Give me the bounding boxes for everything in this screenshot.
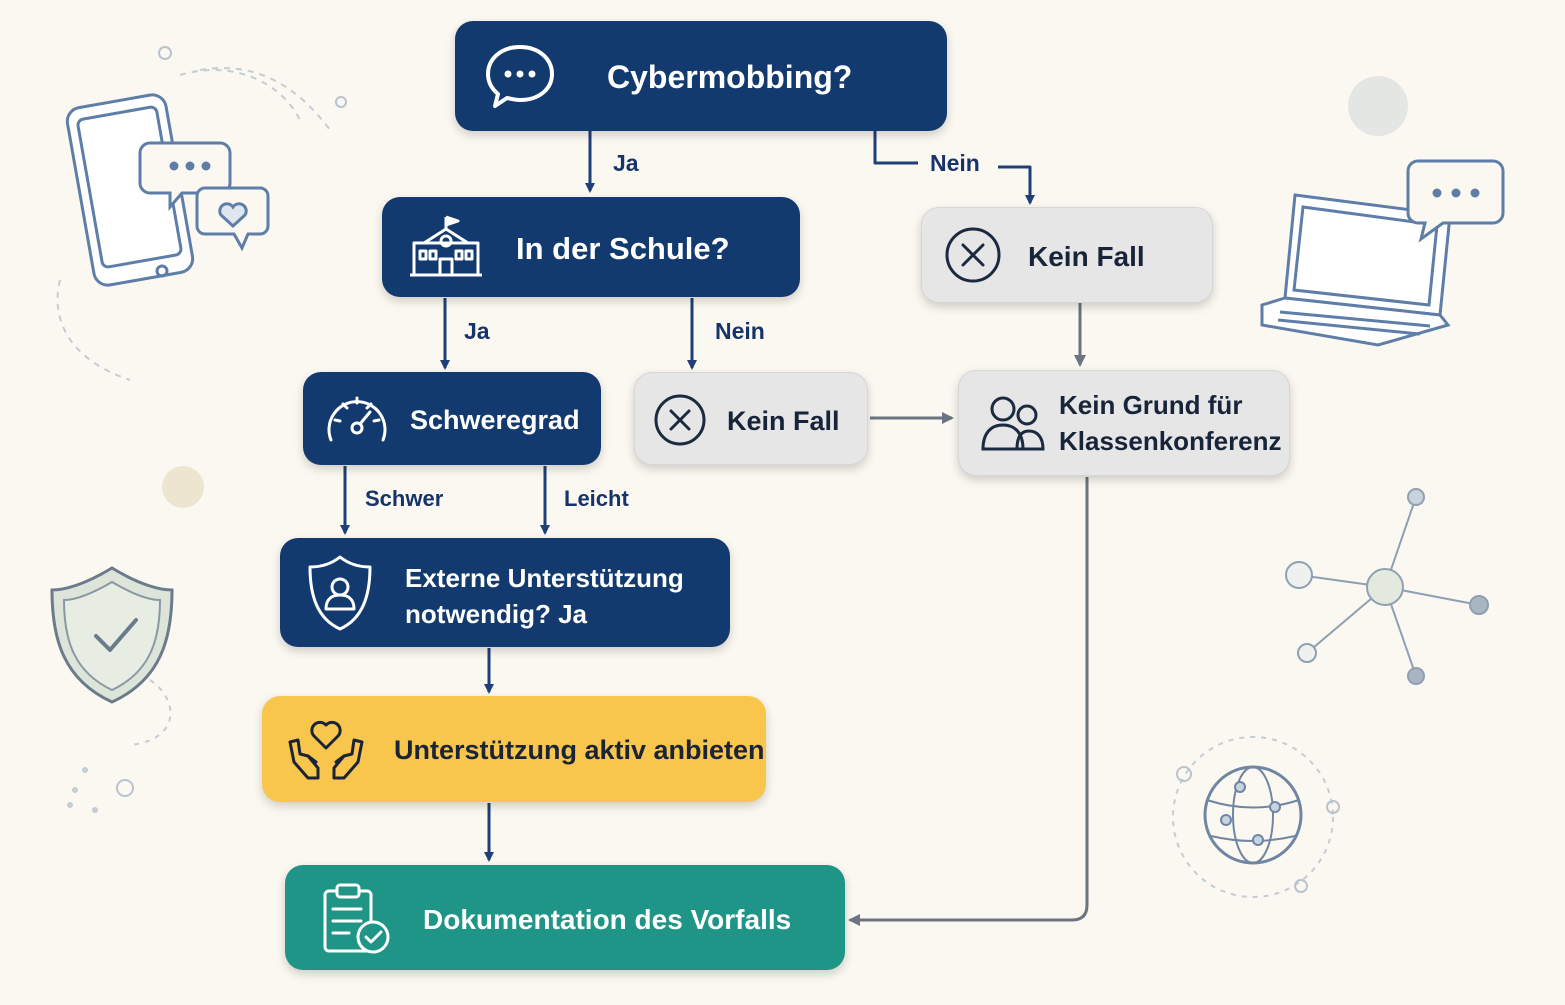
node-externe-unterstuetzung: Externe Unterstützung notwendig? Ja <box>280 538 730 647</box>
clipboard-check-icon <box>323 883 390 954</box>
decor-dashed-curve <box>199 67 331 131</box>
edge-label-nein: Nein <box>930 150 980 176</box>
smartphone-chat-icon <box>65 93 270 287</box>
node-kein-fall-mid: Kein Fall <box>634 372 868 465</box>
node-unterstuetzung-anbieten: Unterstützung aktiv anbieten <box>262 696 766 802</box>
school-building-icon <box>410 215 482 277</box>
shield-person-icon <box>308 555 372 631</box>
node-label: Dokumentation des Vorfalls <box>423 904 792 935</box>
decor-dot <box>158 46 172 60</box>
network-icon <box>1285 488 1489 685</box>
chat-bubble-icon <box>486 45 554 108</box>
node-label-line2: Klassenkonferenz <box>1059 426 1282 456</box>
node-label: Kein Fall <box>727 406 840 436</box>
decor-dot <box>72 787 78 793</box>
node-label-line2: notwendig? Ja <box>405 599 587 629</box>
node-kein-grund-klassenkonferenz: Kein Grund für Klassenkonferenz <box>958 370 1290 476</box>
decor-dot <box>116 779 134 797</box>
people-icon <box>981 396 1045 451</box>
decor-circle <box>1348 76 1408 136</box>
node-label: In der Schule? <box>516 231 730 266</box>
heart-hands-icon <box>288 720 364 780</box>
decor-dot <box>82 767 88 773</box>
shield-check-icon <box>50 566 174 704</box>
decor-dashed-curve <box>56 69 301 381</box>
edge-label-nein: Nein <box>715 318 765 344</box>
edge-label-ja: Ja <box>613 150 639 176</box>
x-circle-icon <box>654 394 706 446</box>
node-dokumentation: Dokumentation des Vorfalls <box>285 865 845 970</box>
decor-dot <box>67 802 73 808</box>
node-kein-fall-top: Kein Fall <box>921 207 1213 303</box>
node-schweregrad: Schweregrad <box>303 372 601 465</box>
node-label-line1: Externe Unterstützung <box>405 563 684 593</box>
node-in-der-schule: In der Schule? <box>382 197 800 297</box>
decor-dashed-curve <box>129 679 172 746</box>
node-label: Cybermobbing? <box>607 59 853 95</box>
decor-circle <box>162 466 204 508</box>
node-label-line1: Kein Grund für <box>1059 390 1243 420</box>
arrow-nein-1-end <box>998 165 1035 205</box>
edge-label-ja: Ja <box>464 318 490 344</box>
decor-dot <box>92 807 98 813</box>
node-cybermobbing: Cybermobbing? <box>455 21 947 131</box>
arrow-keingrund-to-doku <box>848 477 1089 926</box>
x-circle-icon <box>945 227 1001 283</box>
decor-dot <box>335 96 347 108</box>
node-label: Unterstützung aktiv anbieten <box>394 735 765 765</box>
edge-label-schwer: Schwer <box>365 486 444 511</box>
node-label: Kein Fall <box>1028 241 1145 272</box>
gauge-icon <box>327 396 387 442</box>
node-label: Schweregrad <box>410 405 580 435</box>
globe-icon <box>1172 736 1340 898</box>
laptop-chat-icon <box>1260 159 1505 347</box>
arrow-nein-1-start <box>873 131 918 165</box>
edge-label-leicht: Leicht <box>564 486 629 511</box>
